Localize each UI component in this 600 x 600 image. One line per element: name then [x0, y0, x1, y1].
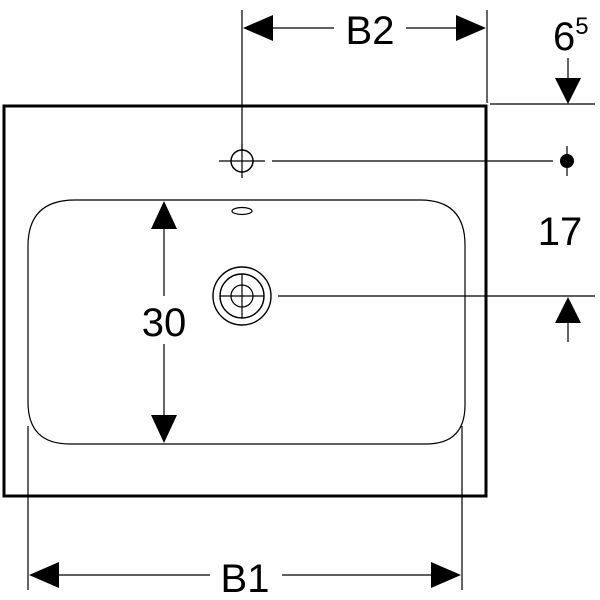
- drain-icon: [212, 266, 272, 326]
- bowl-depth-bottom-arrow: [151, 415, 177, 443]
- crosshair-circle-icon: [219, 144, 265, 178]
- rim-offset-superscript: 5: [575, 13, 588, 40]
- tap-to-drain-dimension: 17: [538, 210, 583, 342]
- tap-to-drain-label: 17: [538, 210, 583, 254]
- b1-label: B1: [221, 557, 270, 600]
- rim-offset-dimension: 65: [490, 13, 595, 105]
- bowl-outline: [27, 199, 466, 445]
- basin-outline: [2, 104, 488, 498]
- b2-left-arrow: [243, 15, 273, 41]
- b1-dimension: B1: [27, 426, 463, 600]
- rim-offset-label: 65: [553, 13, 589, 59]
- bowl-depth-dimension: 30: [130, 201, 200, 443]
- b1-left-arrow: [29, 562, 59, 588]
- b1-right-arrow: [431, 562, 461, 588]
- tap-to-drain-arrow: [555, 297, 581, 323]
- bowl-depth-top-arrow: [151, 201, 177, 229]
- b2-dimension: B2: [241, 9, 488, 150]
- b2-label: B2: [346, 9, 395, 53]
- b2-right-arrow: [456, 15, 486, 41]
- bowl-depth-label: 30: [142, 301, 187, 345]
- overflow-slot-icon: [231, 206, 253, 216]
- rim-offset-arrow: [555, 78, 581, 104]
- rim-offset-base: 6: [553, 15, 575, 59]
